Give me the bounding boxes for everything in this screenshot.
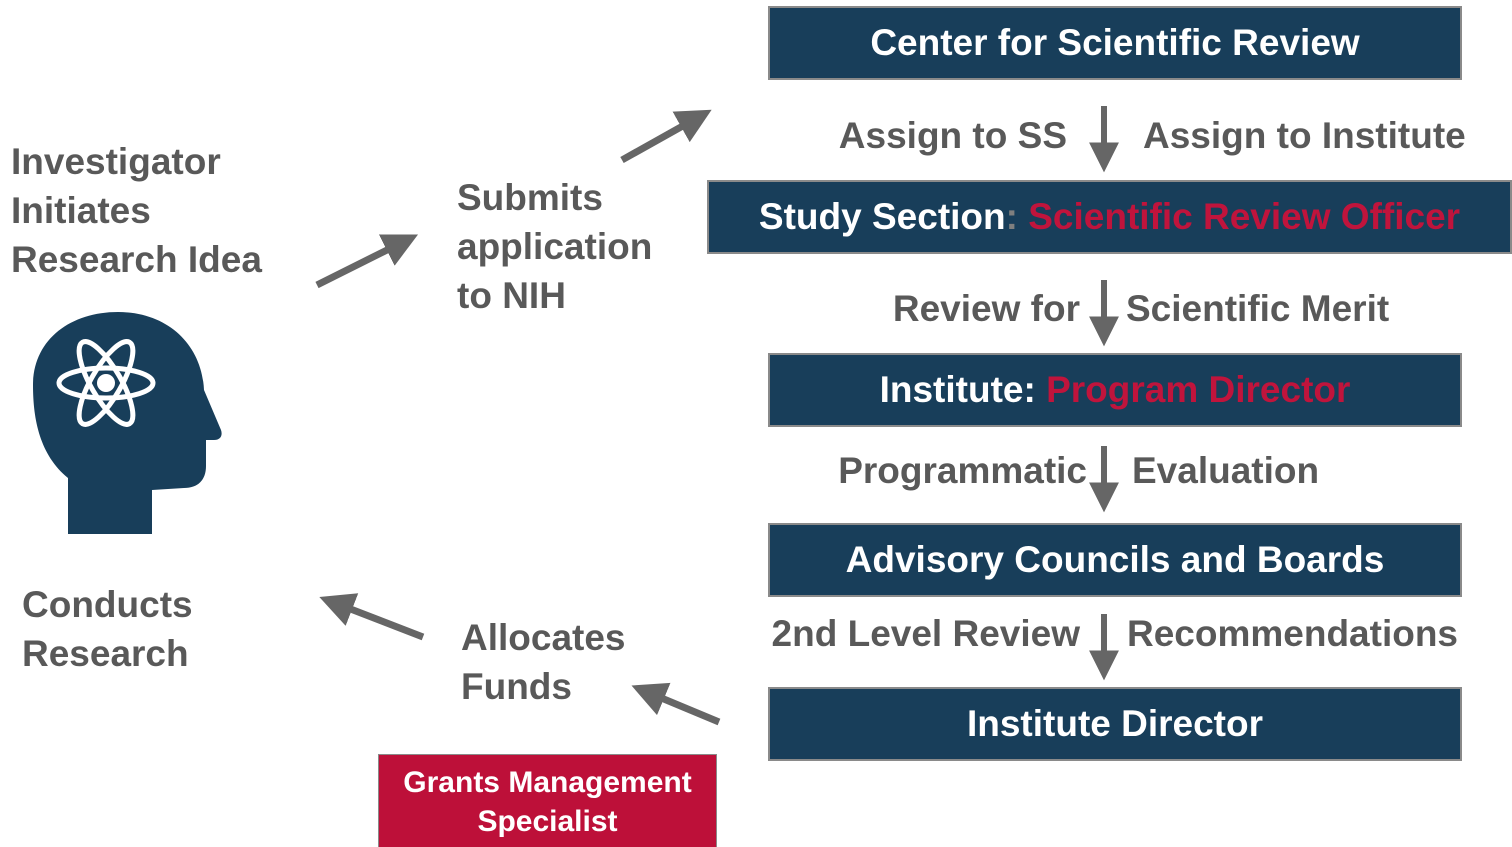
arrow-idea-to-submit (315, 234, 419, 289)
institute-director-title: Institute Director (966, 703, 1264, 744)
scientific-review-officer: Scientific Review Officer (1028, 196, 1461, 237)
advisory-councils-box: Advisory Councils and Boards (768, 523, 1462, 597)
csr-title: Center for Scientific Review (870, 22, 1360, 63)
recommendations-label: Recommendations (1127, 613, 1459, 654)
institute-title: Institute: (879, 369, 1036, 410)
assign-to-ss-label: Assign to SS (838, 115, 1067, 156)
head-with-atom-icon (33, 312, 222, 534)
institute-box: Institute: Program Director (768, 353, 1462, 427)
conducts-research-label: Conducts Research (22, 584, 193, 674)
grants-management-specialist-box: Grants Management Specialist (378, 754, 717, 847)
programmatic-label: Programmatic (838, 450, 1087, 491)
assign-to-institute-label: Assign to Institute (1143, 115, 1466, 156)
institute-director-box: Institute Director (768, 687, 1462, 761)
arrow-director-to-funds (631, 682, 721, 726)
scientific-merit-label: Scientific Merit (1126, 288, 1390, 329)
program-director: Program Director (1046, 369, 1351, 410)
second-level-review-label: 2nd Level Review (771, 613, 1080, 654)
study-section-title: Study Section (758, 196, 1006, 237)
review-for-label: Review for (892, 288, 1080, 329)
evaluation-label: Evaluation (1132, 450, 1320, 491)
allocates-funds-label: Allocates Funds (461, 617, 626, 707)
investigator-label: Investigator Initiates Research Idea (11, 141, 262, 280)
csr-box: Center for Scientific Review (768, 6, 1462, 80)
arrow-funds-to-research (319, 593, 425, 641)
submits-label: Submits application to NIH (457, 177, 653, 316)
advisory-councils-title: Advisory Councils and Boards (845, 539, 1385, 580)
study-section-separator: : (1005, 196, 1018, 237)
study-section-box: Study Section: Scientific Review Officer (707, 180, 1512, 254)
arrow-submit-to-csr (620, 109, 712, 164)
